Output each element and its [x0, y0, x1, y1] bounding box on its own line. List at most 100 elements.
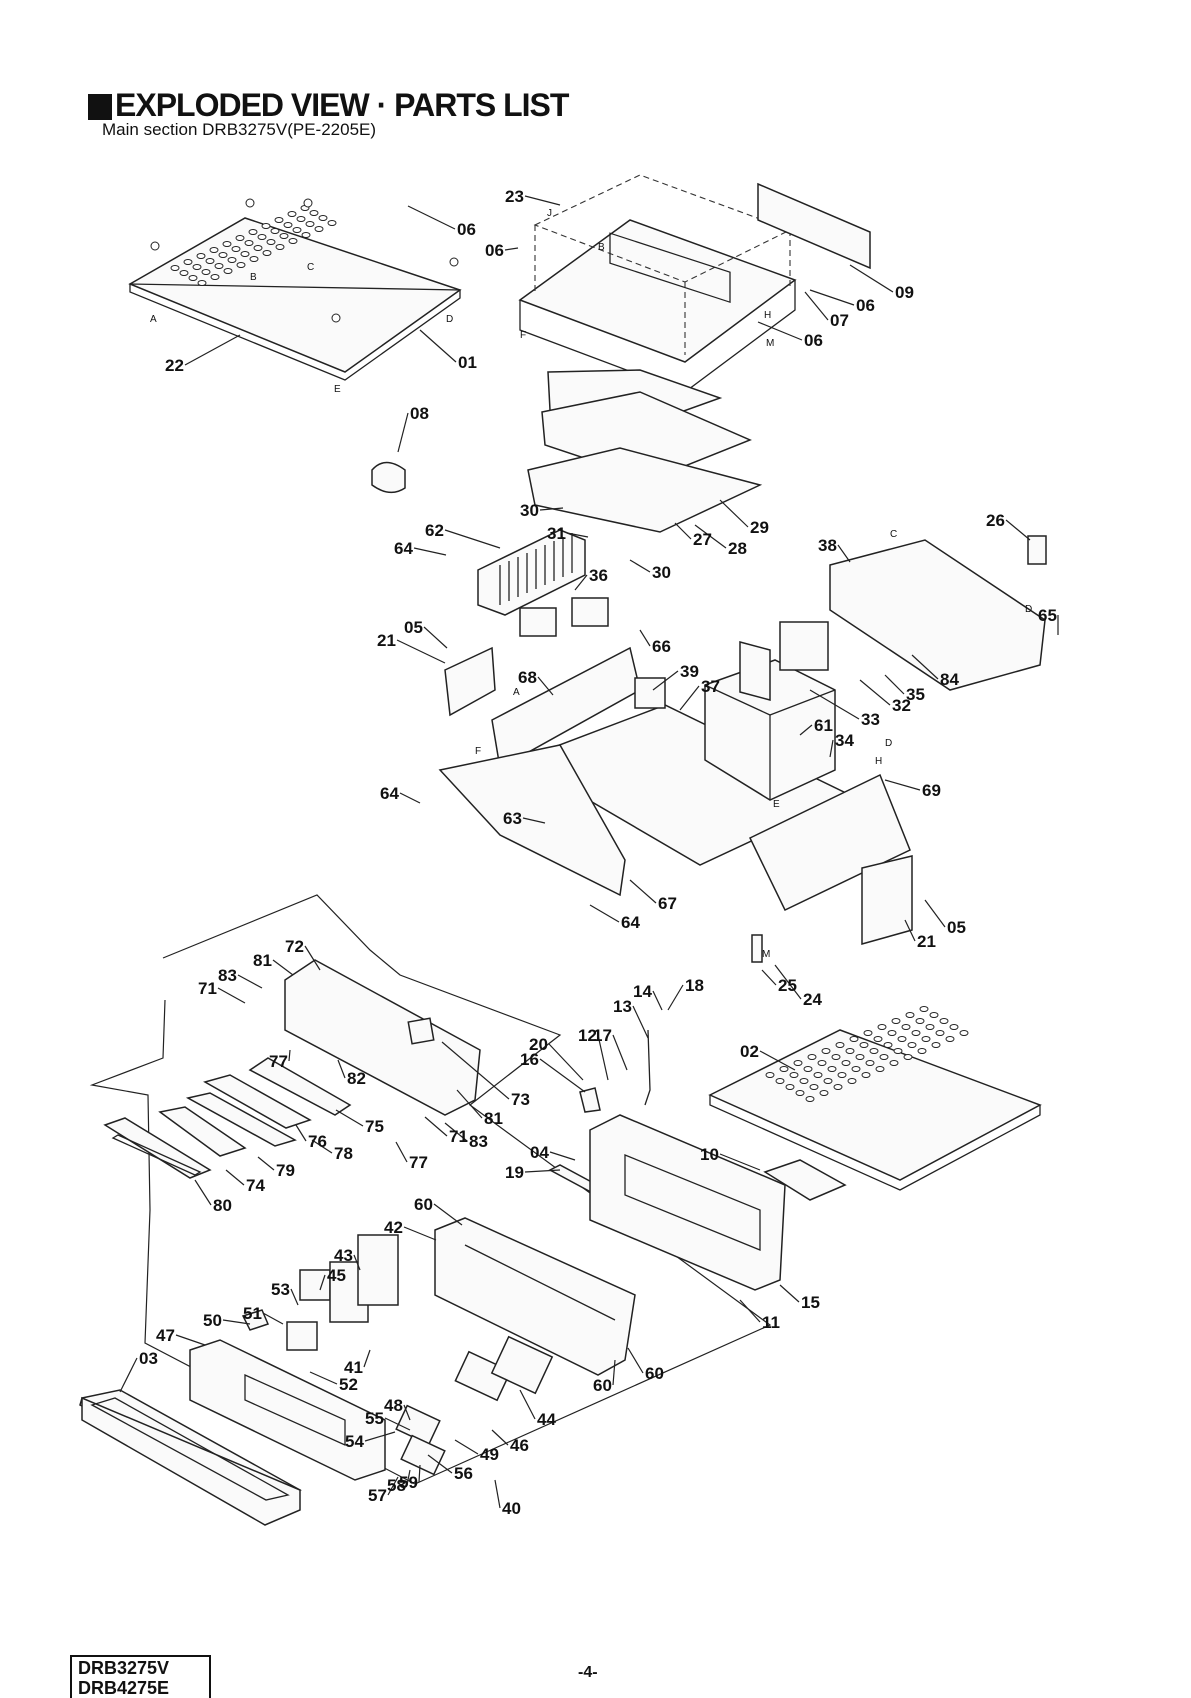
- connector-letter-H: H: [764, 310, 771, 321]
- vent-hole: [236, 262, 246, 268]
- callout-44: 44: [537, 1410, 556, 1429]
- leader-line: [674, 522, 692, 540]
- leader-line: [924, 899, 946, 928]
- callout-23: 23: [505, 187, 524, 206]
- vent-hole: [775, 1078, 785, 1084]
- part-display-board-82: [284, 959, 481, 1116]
- leader-line: [884, 674, 905, 695]
- leader-lines: [119, 195, 1059, 1509]
- callout-71: 71: [449, 1127, 468, 1146]
- callout-21: 21: [917, 932, 936, 951]
- leader-line: [419, 329, 457, 363]
- leader-line: [222, 1319, 251, 1325]
- callout-17: 17: [593, 1026, 612, 1045]
- vent-hole: [873, 1036, 883, 1042]
- callout-64: 64: [394, 539, 413, 558]
- callout-12: 12: [578, 1026, 597, 1045]
- connector-letter-A: A: [513, 687, 520, 698]
- callout-27: 27: [693, 530, 712, 549]
- leader-line: [612, 1034, 628, 1071]
- vent-hole: [283, 222, 293, 228]
- part-panel-chassis-42: [434, 1217, 636, 1376]
- leader-line: [589, 904, 620, 923]
- vent-hole: [214, 263, 224, 269]
- part-rear-bracket-38: [829, 539, 1046, 691]
- connector-letter-H: H: [875, 756, 882, 767]
- part-top-case: [518, 174, 797, 393]
- callout-07: 07: [830, 311, 849, 330]
- vent-hole: [201, 269, 211, 275]
- leader-line: [849, 264, 894, 293]
- vent-hole: [869, 1048, 879, 1054]
- vent-hole: [240, 251, 250, 257]
- connector-letter-J: J: [547, 208, 552, 219]
- vent-hole: [309, 210, 319, 216]
- callout-68: 68: [518, 668, 537, 687]
- callout-40: 40: [502, 1499, 521, 1518]
- vent-hole: [901, 1024, 911, 1030]
- leader-line: [397, 412, 409, 453]
- leader-line: [406, 1469, 411, 1486]
- leader-line: [290, 1288, 299, 1306]
- vent-hole: [789, 1072, 799, 1078]
- leader-line: [403, 1404, 411, 1421]
- connector-letter-E: E: [773, 799, 780, 810]
- vent-hole: [809, 1084, 819, 1090]
- vent-hole: [917, 1048, 927, 1054]
- vent-hole: [235, 235, 245, 241]
- callout-13: 13: [613, 997, 632, 1016]
- vent-hole: [931, 1042, 941, 1048]
- leader-line: [456, 1089, 483, 1119]
- leader-line: [739, 1299, 761, 1323]
- vent-hole: [287, 211, 297, 217]
- vent-hole: [205, 258, 215, 264]
- callout-51: 51: [243, 1304, 262, 1323]
- vent-hole: [188, 275, 198, 281]
- callout-69: 69: [922, 781, 941, 800]
- leader-line: [774, 964, 802, 1000]
- vent-hole: [262, 250, 272, 256]
- model-number-2: DRB4275E: [78, 1678, 170, 1698]
- callout-41: 41: [344, 1358, 363, 1377]
- vent-hole: [785, 1084, 795, 1090]
- vent-hole: [296, 216, 306, 222]
- callout-45: 45: [327, 1266, 346, 1285]
- part-insulators-27-29: [527, 369, 763, 533]
- leader-line: [779, 1284, 800, 1303]
- leader-line: [757, 321, 803, 341]
- callout-37: 37: [701, 677, 720, 696]
- callout-24: 24: [803, 990, 822, 1009]
- callout-01: 01: [458, 353, 477, 372]
- leader-line: [719, 499, 749, 528]
- callout-76: 76: [308, 1132, 327, 1151]
- callout-77: 77: [269, 1052, 288, 1071]
- vent-hole: [288, 238, 298, 244]
- callout-47: 47: [156, 1326, 175, 1345]
- vent-hole: [859, 1042, 869, 1048]
- leader-line: [679, 685, 700, 711]
- vent-hole: [849, 1036, 859, 1042]
- part-lens-78: [185, 1092, 297, 1147]
- page-subtitle: Main section DRB3275V(PE-2205E): [102, 120, 377, 139]
- part-window-80: [103, 1117, 212, 1179]
- leader-line: [424, 1116, 448, 1137]
- vent-hole: [827, 1066, 837, 1072]
- callout-39: 39: [680, 662, 699, 681]
- callout-10: 10: [700, 1145, 719, 1164]
- part-mechanism-61: [704, 659, 836, 801]
- callout-57: 57: [368, 1486, 387, 1505]
- leader-line: [719, 1153, 761, 1171]
- callout-50: 50: [203, 1311, 222, 1330]
- vent-hole: [935, 1030, 945, 1036]
- callout-64: 64: [380, 784, 399, 803]
- callout-59: 59: [399, 1473, 418, 1492]
- vent-hole: [813, 1072, 823, 1078]
- callout-28: 28: [728, 539, 747, 558]
- vent-hole: [807, 1054, 817, 1060]
- callout-26: 26: [986, 511, 1005, 530]
- callout-82: 82: [347, 1069, 366, 1088]
- vent-hole: [795, 1090, 805, 1096]
- leader-line: [423, 626, 448, 649]
- callout-04: 04: [530, 1143, 549, 1162]
